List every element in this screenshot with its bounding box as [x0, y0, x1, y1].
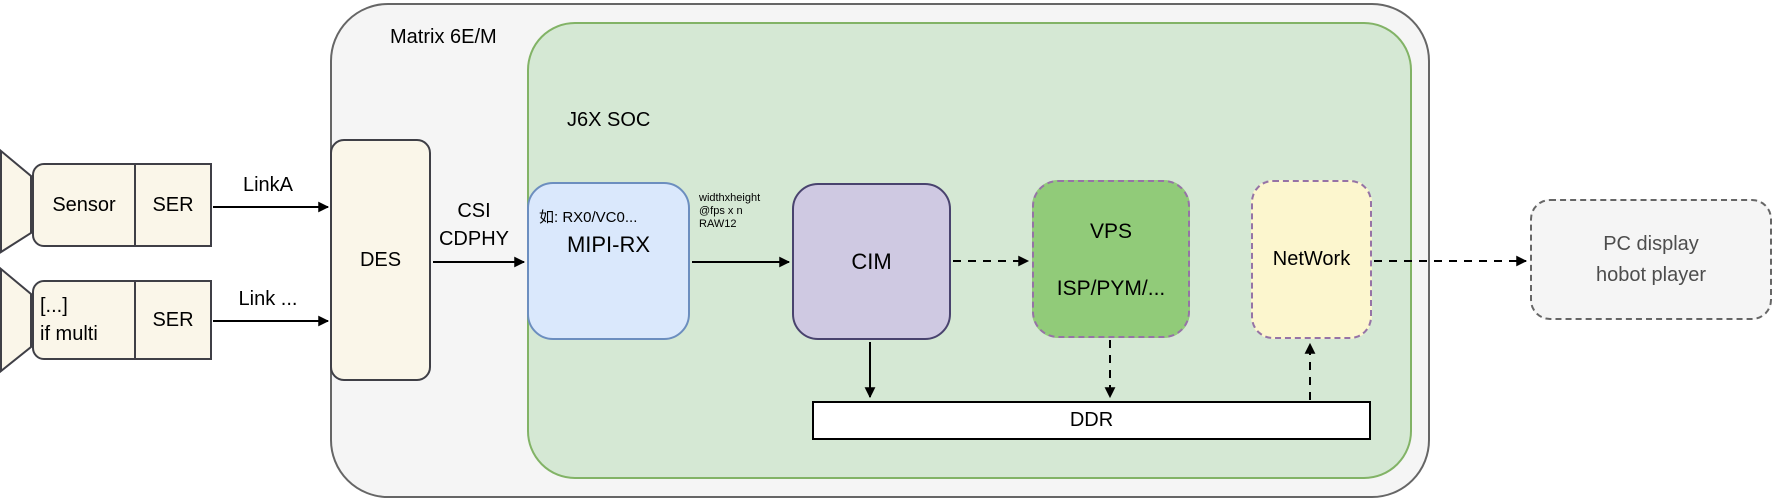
edge-label-format: widthxheight @fps x n RAW12: [699, 192, 760, 231]
ddr-label: DDR: [1069, 409, 1114, 431]
csi-label-line2: CDPHY: [438, 228, 509, 250]
format-label-line1: widthxheight: [699, 192, 761, 204]
edge-label-link-a: LinkA: [242, 174, 294, 196]
ser-label: SER: [152, 308, 194, 331]
camera2-node: [...] if multi SER: [32, 280, 212, 360]
camera-lens-icon: [0, 148, 32, 254]
cim-node: CIM: [792, 183, 951, 340]
vps-label: VPS: [1089, 220, 1133, 243]
j6x-soc-label: J6X SOC: [567, 109, 651, 131]
vps-sublabel: ISP/PYM/...: [1056, 277, 1166, 300]
matrix-label: Matrix 6E/M: [390, 26, 497, 48]
vps-node: VPS ISP/PYM/...: [1032, 180, 1190, 338]
network-node: NetWork: [1251, 180, 1372, 339]
cim-label: CIM: [851, 248, 892, 274]
format-label-line2: @fps x n: [699, 205, 743, 217]
des-node: DES: [330, 139, 431, 381]
pc-display-label-line2: hobot player: [1595, 263, 1707, 286]
sensor-label: Sensor: [52, 193, 116, 216]
mipi-rx-node: 如: RX0/VC0... MIPI-RX: [527, 182, 690, 340]
ser-cell: SER: [136, 282, 210, 358]
ser-label: SER: [152, 193, 194, 216]
edge-label-csi-cdphy: CSI CDPHY: [424, 197, 524, 253]
network-label: NetWork: [1272, 248, 1351, 270]
ddr-bus-node: DDR: [812, 401, 1371, 440]
ser-cell: SER: [136, 165, 210, 245]
camera2-label-line1: [...]: [40, 295, 68, 317]
camera2-label-line2: if multi: [40, 323, 98, 345]
edge-label-link-n: Link ...: [238, 288, 298, 310]
des-label: DES: [359, 248, 402, 271]
pc-display-label-line1: PC display: [1603, 232, 1699, 255]
camera1-node: Sensor SER: [32, 163, 212, 247]
camera-lens-icon: [0, 266, 32, 374]
pc-display-node: PC display hobot player: [1530, 199, 1772, 320]
format-label-line3: RAW12: [699, 218, 737, 230]
csi-label-line1: CSI: [457, 200, 491, 222]
multi-sensor-cell: [...] if multi: [34, 282, 136, 358]
mipi-rx-note: 如: RX0/VC0...: [539, 209, 638, 226]
sensor-cell: Sensor: [34, 165, 136, 245]
mipi-rx-label: MIPI-RX: [566, 232, 651, 257]
